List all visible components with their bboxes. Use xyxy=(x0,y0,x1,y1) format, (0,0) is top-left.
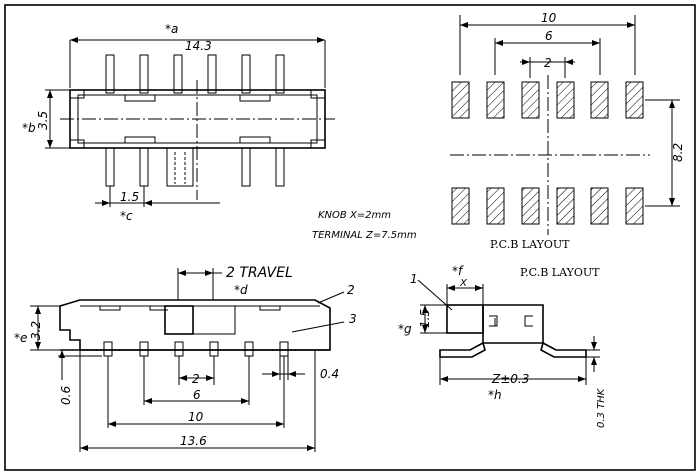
ref-h-label: *h xyxy=(488,388,502,402)
front-span-2: 2 xyxy=(192,372,200,386)
top-knob xyxy=(166,147,194,187)
side-view: P.C.B LAYOUT *f X 1 1.5 *g xyxy=(398,264,607,428)
ref-d-label: *d xyxy=(234,283,248,297)
front-pins xyxy=(103,341,289,357)
pcb-row-distance: 8.2 xyxy=(671,143,685,162)
callout-3: 3 xyxy=(349,312,357,326)
ref-a-label: *a xyxy=(165,22,178,36)
pcb-pad-pitch: 2 xyxy=(544,56,552,70)
drawing-frame xyxy=(4,4,696,471)
pitch-value: 1.5 xyxy=(120,190,139,204)
pcb-layout: 10 6 2 xyxy=(450,11,685,251)
ref-b-label: *b xyxy=(22,121,36,135)
side-height-value: 1.5 xyxy=(418,309,432,328)
front-knob xyxy=(164,305,194,335)
side-knob xyxy=(446,304,484,334)
front-height-value: 3.2 xyxy=(29,321,43,340)
knob-note: KNOB X=2mm xyxy=(318,210,391,221)
ref-c-label: *c xyxy=(120,209,133,223)
lower-pins xyxy=(105,147,285,187)
body-width-value: 3.5 xyxy=(36,111,50,130)
front-overall: 13.6 xyxy=(180,434,207,448)
pcb-outer-span: 10 xyxy=(541,11,557,25)
x-label: X xyxy=(459,278,468,289)
front-span-10: 10 xyxy=(188,410,204,424)
overall-length-value: 14.3 xyxy=(185,39,212,53)
terminal-note: TERMINAL Z=7.5mm xyxy=(312,230,417,241)
front-view: 2 TRAVEL *d 2 3 3.2 *e xyxy=(14,265,357,452)
upper-pins xyxy=(105,54,285,94)
pcb-lower-pads xyxy=(451,187,644,225)
side-layout-title: P.C.B LAYOUT xyxy=(520,266,600,279)
top-view: *a 14.3 xyxy=(22,22,335,223)
pcb-inner-span: 6 xyxy=(545,29,553,43)
callout-2: 2 xyxy=(347,283,355,297)
front-span-6: 6 xyxy=(193,388,201,402)
thickness-label: 0.3 THK xyxy=(596,387,607,428)
pcb-layout-title: P.C.B LAYOUT xyxy=(490,238,570,251)
side-callout-1: 1 xyxy=(410,272,418,286)
ref-g-label: *g xyxy=(398,322,412,336)
pcb-upper-pads xyxy=(451,81,644,119)
z-label: Z±0.3 xyxy=(491,372,529,386)
ref-f-label: *f xyxy=(452,264,464,278)
ref-e-label: *e xyxy=(14,331,27,345)
pin-width-value: 0.4 xyxy=(320,367,339,381)
front-base-value: 0.6 xyxy=(59,386,73,405)
travel-label: 2 TRAVEL xyxy=(226,265,293,281)
